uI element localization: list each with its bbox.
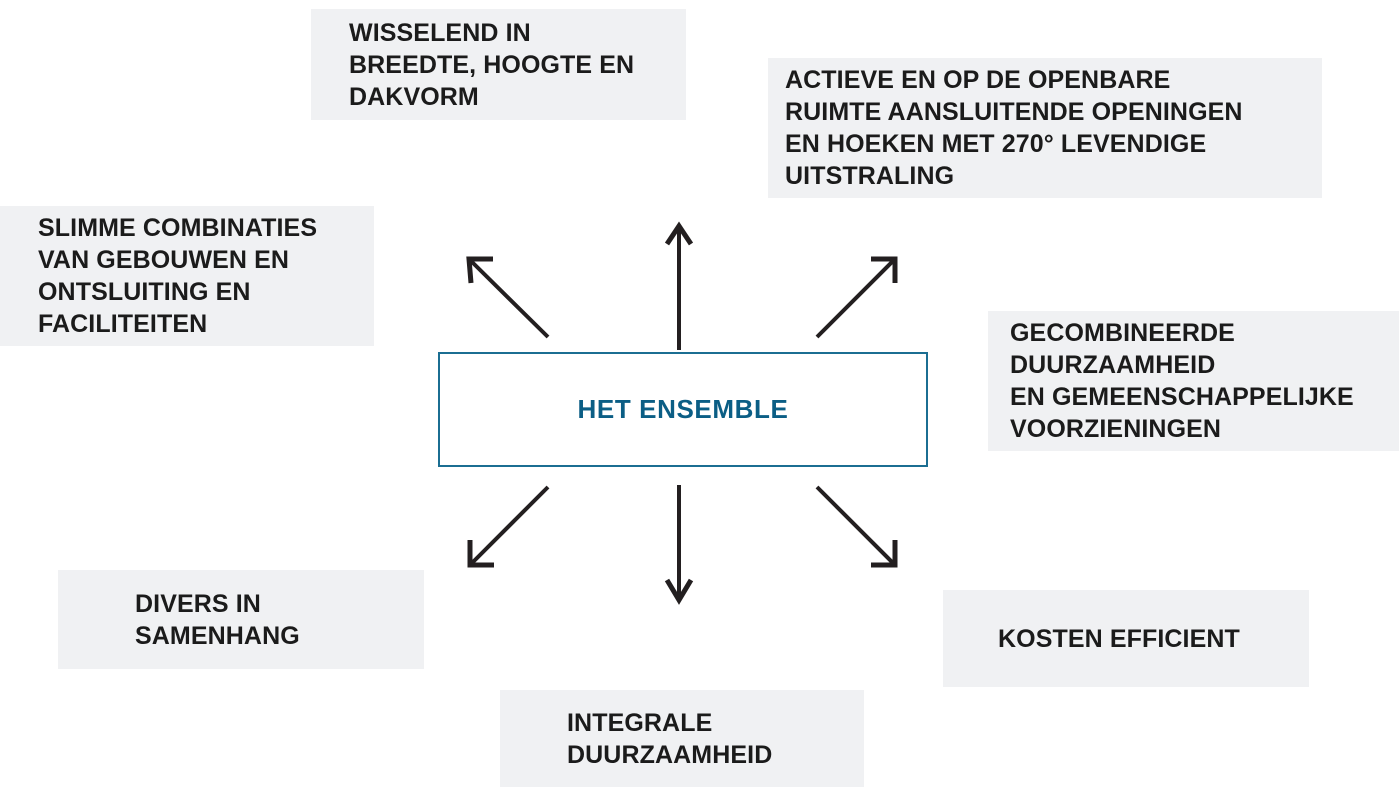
- arrow-up-left: [466, 256, 550, 339]
- node-gecombineerde-duurzaamheid[interactable]: GECOMBINEERDE DUURZAAMHEID EN GEMEENSCHA…: [988, 311, 1399, 451]
- arrow-down-left: [467, 485, 550, 568]
- node-kosten-efficient-label: KOSTEN EFFICIENT: [998, 624, 1240, 653]
- node-actieve-openingen[interactable]: ACTIEVE EN OP DE OPENBARE RUIMTE AANSLUI…: [768, 58, 1322, 198]
- arrow-up-right: [815, 256, 898, 339]
- node-divers-in-samenhang-label: DIVERS IN SAMENHANG: [135, 589, 300, 650]
- node-integrale-duurzaamheid[interactable]: INTEGRALE DUURZAAMHEID: [500, 690, 864, 787]
- node-integrale-duurzaamheid-label: INTEGRALE DUURZAAMHEID: [567, 708, 773, 769]
- arrow-down: [664, 485, 694, 605]
- node-het-ensemble[interactable]: HET ENSEMBLE: [438, 352, 928, 467]
- node-actieve-openingen-label: ACTIEVE EN OP DE OPENBARE RUIMTE AANSLUI…: [785, 66, 1243, 190]
- node-wisselend[interactable]: WISSELEND IN BREEDTE, HOOGTE EN DAKVORM: [311, 9, 686, 120]
- node-slimme-combinaties-label: SLIMME COMBINATIES VAN GEBOUWEN EN ONTSL…: [38, 214, 318, 338]
- node-het-ensemble-label: HET ENSEMBLE: [577, 393, 789, 424]
- arrow-down-right: [815, 485, 898, 568]
- node-slimme-combinaties[interactable]: SLIMME COMBINATIES VAN GEBOUWEN EN ONTSL…: [0, 206, 374, 346]
- node-kosten-efficient[interactable]: KOSTEN EFFICIENT: [943, 590, 1309, 687]
- node-wisselend-label: WISSELEND IN BREEDTE, HOOGTE EN DAKVORM: [349, 18, 635, 111]
- node-divers-in-samenhang[interactable]: DIVERS IN SAMENHANG: [58, 570, 424, 669]
- arrow-up: [664, 221, 694, 350]
- node-gecombineerde-duurzaamheid-label: GECOMBINEERDE DUURZAAMHEID EN GEMEENSCHA…: [1010, 319, 1354, 443]
